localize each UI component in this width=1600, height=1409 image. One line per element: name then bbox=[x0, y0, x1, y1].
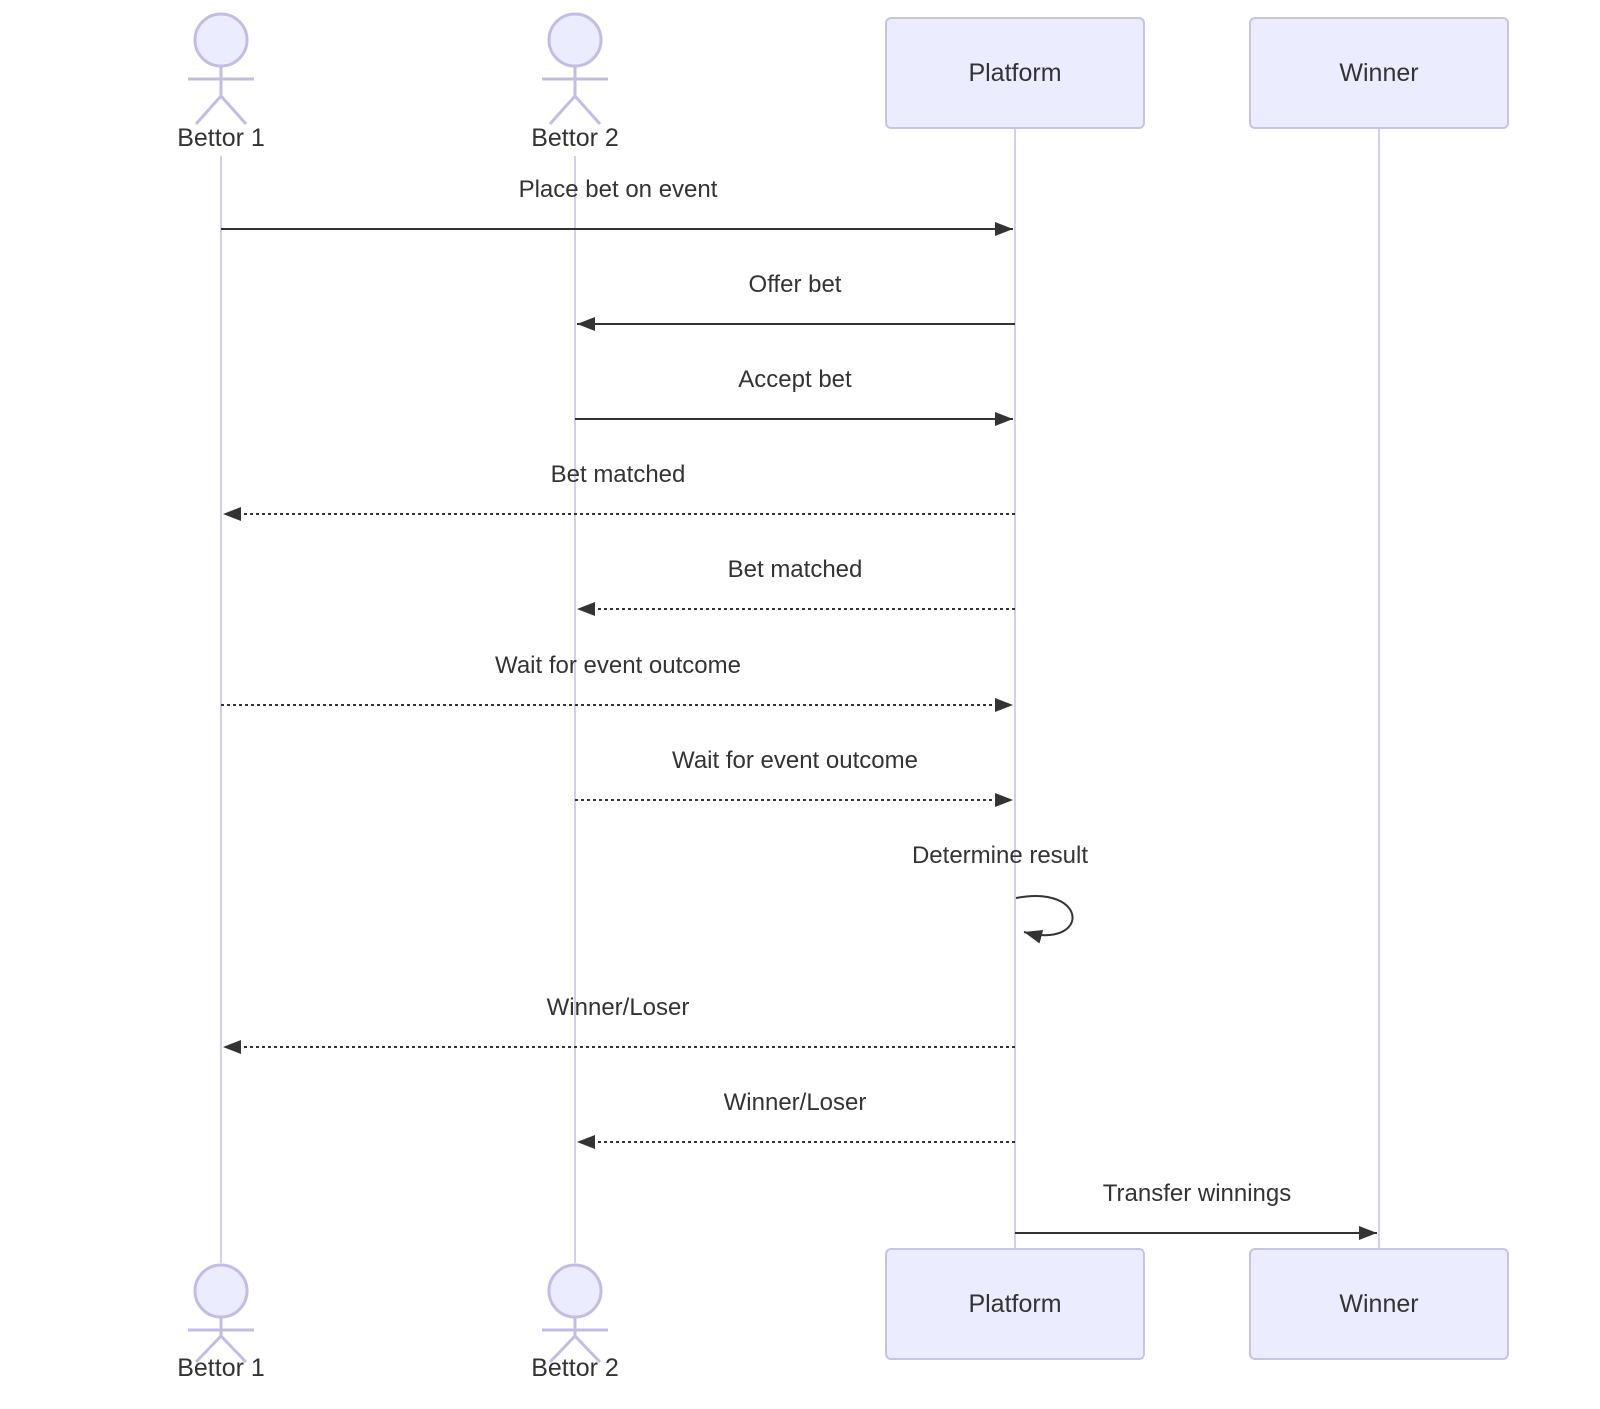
participant-box-platform-bottom: Platform bbox=[885, 1248, 1145, 1360]
message-arrow-8-self-loop-determine-result bbox=[1015, 895, 1074, 944]
message-label-11: Transfer winnings bbox=[1102, 1180, 1292, 1207]
participant-label-winner-bottom: Winner bbox=[1339, 1289, 1419, 1318]
actor-figure-bettor1-bottom bbox=[188, 1263, 254, 1364]
participant-box-platform-top: Platform bbox=[885, 17, 1145, 129]
actor-label-bettor1-top: Bettor 1 bbox=[177, 124, 265, 152]
actor-figure-bettor2-top bbox=[542, 12, 608, 125]
message-label-7: Wait for event outcome bbox=[672, 747, 918, 774]
message-label-3: Accept bet bbox=[738, 366, 852, 393]
participant-label-platform-top: Platform bbox=[968, 58, 1062, 87]
message-label-10: Winner/Loser bbox=[723, 1089, 867, 1116]
message-label-1: Place bet on event bbox=[518, 176, 718, 203]
message-label-5: Bet matched bbox=[727, 556, 863, 583]
participant-label-winner-top: Winner bbox=[1339, 58, 1419, 87]
message-label-6: Wait for event outcome bbox=[495, 652, 741, 679]
message-label-9: Winner/Loser bbox=[546, 994, 690, 1021]
actor-figure-bettor2-bottom bbox=[542, 1263, 608, 1364]
message-label-4: Bet matched bbox=[550, 461, 686, 488]
participant-label-platform-bottom: Platform bbox=[968, 1289, 1062, 1318]
participant-box-winner-top: Winner bbox=[1249, 17, 1509, 129]
actor-label-bettor2-top: Bettor 2 bbox=[531, 124, 619, 152]
actor-label-bettor2-bottom: Bettor 2 bbox=[531, 1354, 619, 1382]
participant-box-winner-bottom: Winner bbox=[1249, 1248, 1509, 1360]
message-label-2: Offer bet bbox=[748, 271, 842, 298]
message-label-8: Determine result bbox=[911, 842, 1089, 869]
actor-label-bettor1-bottom: Bettor 1 bbox=[177, 1354, 265, 1382]
actor-figure-bettor1-top bbox=[188, 12, 254, 125]
